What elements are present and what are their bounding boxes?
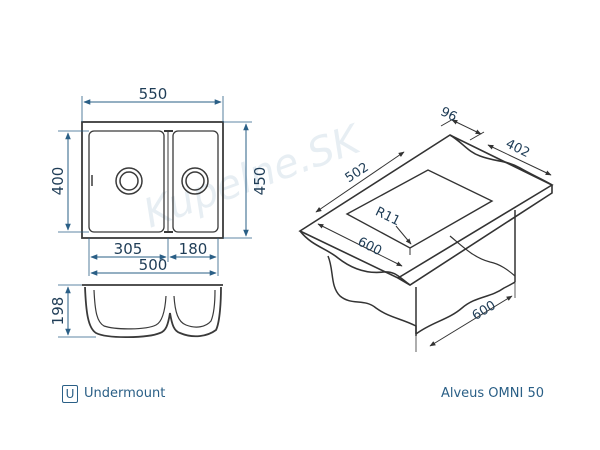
dim-rim-width: 96: [438, 104, 459, 125]
dim-overall-height: 450: [251, 167, 269, 196]
right-drain-inner: [185, 171, 205, 191]
dim-line-502: [315, 151, 405, 213]
dim-overall-width: 550: [139, 85, 168, 103]
left-drain-outer: [115, 167, 143, 195]
undermount-icon: U: [62, 385, 78, 403]
cabinet-bottom-wavy: [415, 281, 516, 335]
dim-right-bowl: 180: [179, 240, 208, 258]
dim-inner-height: 400: [49, 167, 67, 196]
dim-cabinet-width: 600: [470, 298, 499, 324]
cabinet-left-wavy: [327, 255, 417, 334]
outer-rim-outline: [81, 121, 224, 239]
dim-line-600-front: [317, 223, 403, 267]
right-bowl-outline: [172, 130, 219, 233]
dim-bowl-width: 402: [503, 137, 532, 161]
right-drain-outer: [181, 167, 209, 195]
dim-line-96: [451, 119, 482, 135]
dim-left-bowl: 305: [114, 240, 143, 258]
section-inner-profile: [93, 289, 216, 330]
left-drain-inner: [119, 171, 139, 191]
mount-type-label: Undermount: [84, 386, 166, 401]
top-view: 550 400 450 305 180 500: [49, 85, 269, 276]
dim-depth: 198: [49, 297, 67, 326]
left-bowl-outline: [88, 130, 165, 233]
section-view: 198: [49, 284, 223, 339]
countertop-edge: [397, 185, 553, 286]
model-name-label: Alveus OMNI 50: [440, 386, 544, 401]
section-outer-profile: [82, 284, 223, 339]
dim-line-402: [487, 144, 552, 176]
cabinet-inner-wavy: [449, 235, 516, 277]
dim-line-600-cabinet: [429, 295, 513, 347]
dim-inner-width: 500: [139, 256, 168, 274]
